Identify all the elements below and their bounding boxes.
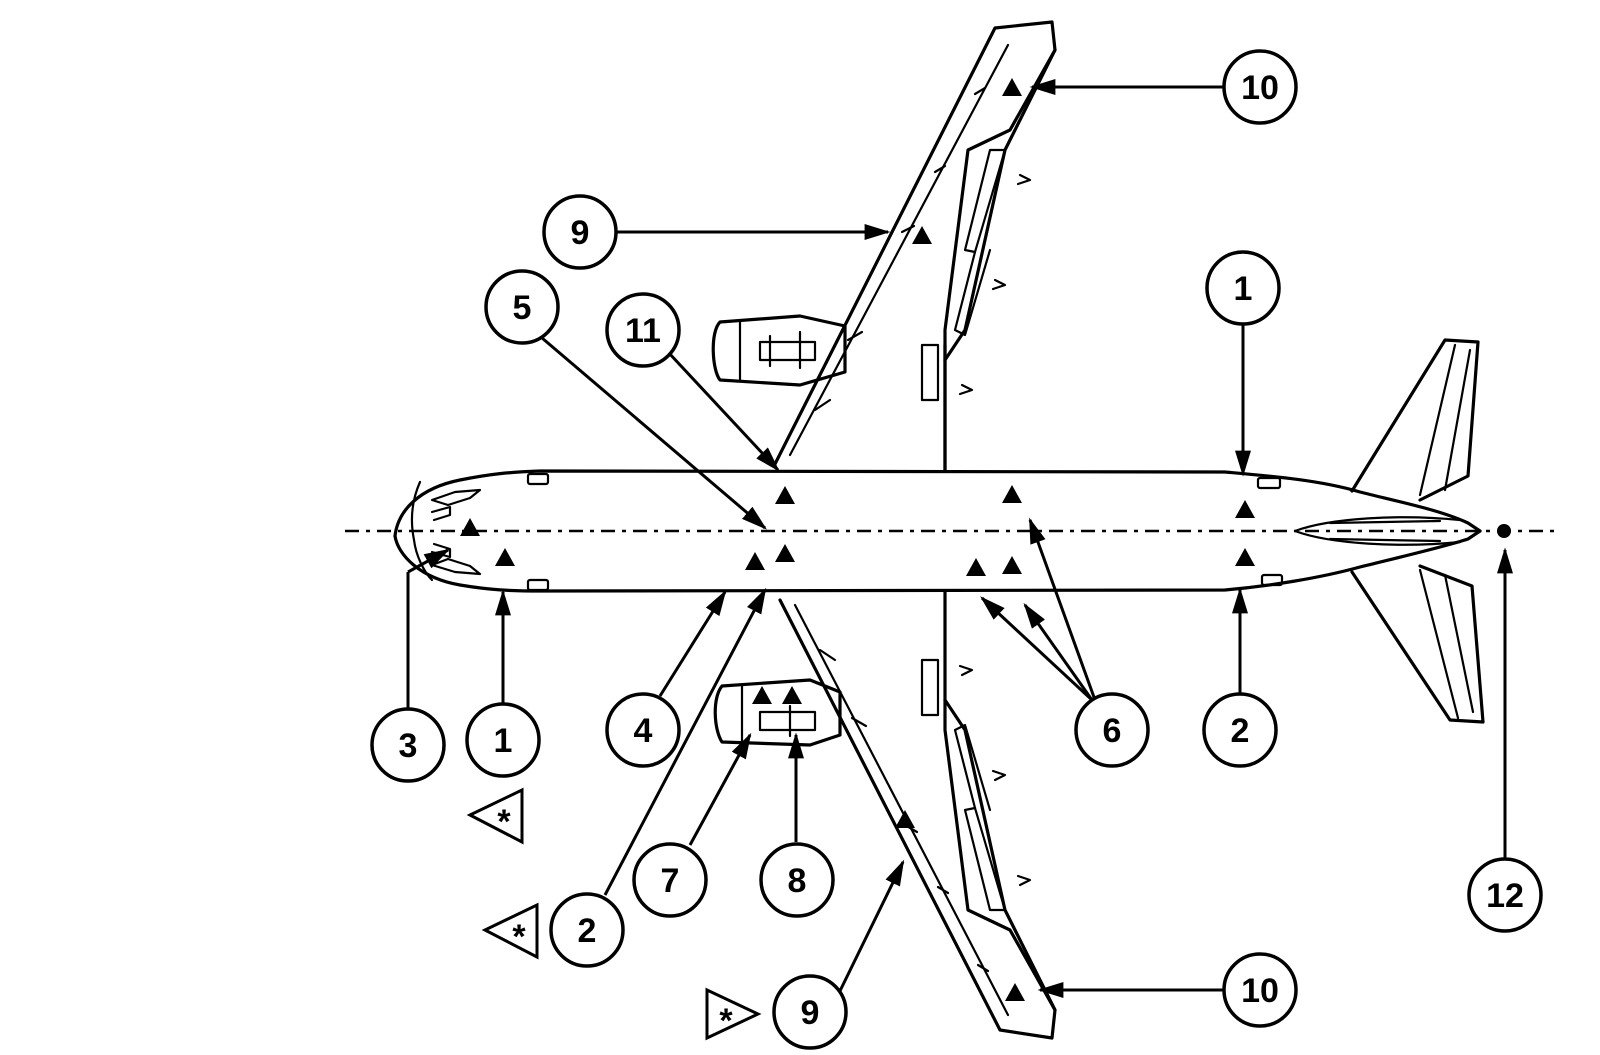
marker-wing-upper-9	[912, 226, 932, 244]
callout-6: 6	[1074, 692, 1150, 768]
star-flag-1-label: *	[497, 803, 511, 841]
callout-2-left: 2	[549, 892, 625, 968]
marker-wing-center-a	[775, 544, 795, 562]
callout-12: 12	[1467, 857, 1543, 933]
callout-2-right-label: 2	[1231, 712, 1250, 750]
marker-aft-lower	[1235, 548, 1255, 566]
marker-engine-a	[752, 686, 772, 704]
jack-point-markers	[460, 78, 1255, 1001]
star-flag-3-label: *	[719, 1002, 733, 1040]
callout-7: 7	[632, 842, 708, 918]
marker-fwd	[495, 548, 515, 566]
callout-3-label: 3	[399, 727, 418, 765]
callout-12-label: 12	[1486, 877, 1524, 915]
marker-wing-center-b	[745, 552, 765, 570]
callout-10-top-label: 10	[1241, 69, 1279, 107]
callout-8: 8	[759, 842, 835, 918]
callout-9-top: 9	[542, 194, 618, 270]
callout-9-bottom-label: 9	[801, 994, 820, 1032]
marker-wing-tip-lower	[1005, 983, 1025, 1001]
callout-10-bottom-label: 10	[1241, 972, 1279, 1010]
callout-1-top: 1	[1205, 250, 1281, 326]
marker-wing-upper-a	[775, 486, 795, 504]
upper-stabilizer	[1350, 338, 1480, 502]
star-flag-2: *	[481, 902, 539, 960]
marker-mid-lower-a	[966, 558, 986, 576]
callout-11: 11	[605, 292, 681, 368]
lower-stabilizer	[1350, 564, 1485, 724]
callout-8-label: 8	[788, 862, 807, 900]
callout-6-label: 6	[1103, 712, 1122, 750]
callout-5: 5	[484, 269, 560, 345]
callout-1-bottom-label: 1	[494, 722, 513, 760]
leader-arrows	[406, 79, 1513, 998]
upper-engine	[711, 314, 847, 387]
star-flag-1: *	[466, 787, 524, 845]
marker-aft-upper	[1235, 500, 1255, 518]
marker-wing-lower-9	[895, 810, 915, 828]
marker-mid-upper	[1002, 485, 1022, 503]
star-flag-3: *	[705, 987, 762, 1041]
callout-2-right: 2	[1202, 692, 1278, 768]
callout-5-label: 5	[513, 289, 532, 327]
callout-4: 4	[605, 692, 681, 768]
marker-nose	[460, 518, 480, 536]
callout-11-label: 11	[625, 312, 661, 350]
callout-1-top-label: 1	[1234, 270, 1253, 308]
star-flag-2-label: *	[512, 918, 526, 956]
marker-wing-tip-upper	[1002, 78, 1022, 96]
callout-9-top-label: 9	[571, 214, 590, 252]
callout-2-left-label: 2	[578, 912, 597, 950]
lower-wing	[778, 590, 1057, 1040]
marker-engine-b	[782, 686, 802, 704]
callout-4-label: 4	[634, 712, 653, 750]
callout-7-label: 7	[661, 862, 680, 900]
marker-mid-lower-b	[1002, 556, 1022, 574]
lower-engine	[713, 678, 842, 747]
callout-1-bottom: 1	[465, 702, 541, 778]
callout-3: 3	[370, 707, 446, 783]
callout-9-bottom: 9	[772, 974, 848, 1050]
callout-10-top: 10	[1222, 49, 1298, 125]
callout-10-bottom: 10	[1222, 952, 1298, 1028]
